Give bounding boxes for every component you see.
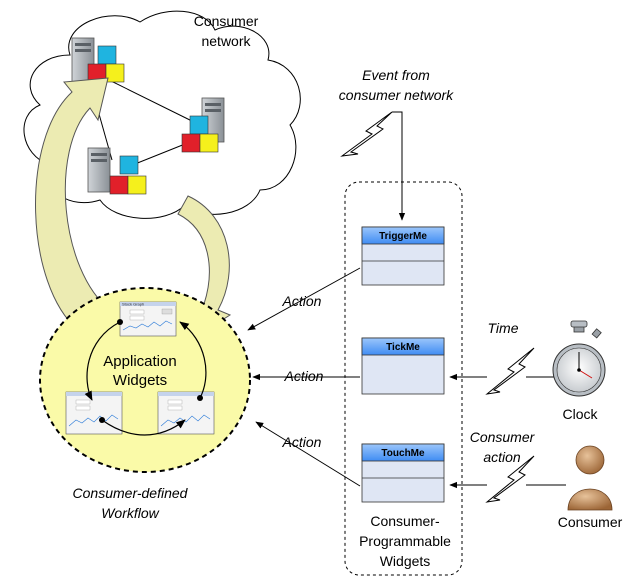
workflow-label-line2: Workflow xyxy=(101,505,159,521)
network-link xyxy=(104,77,201,126)
action-arrow xyxy=(247,267,361,331)
lightning-bolt-icon xyxy=(485,455,535,503)
mini-stock-widget xyxy=(157,391,215,435)
action-arrow xyxy=(255,421,361,487)
app-widgets-label-line2: Widgets xyxy=(113,372,167,389)
action-label: Action xyxy=(282,293,322,309)
server-node xyxy=(87,147,147,195)
cycle-arrow xyxy=(84,321,121,401)
server-node xyxy=(181,97,225,153)
consumer-action-line1: Consumer xyxy=(470,429,536,445)
widget-title: TriggerMe xyxy=(379,231,427,242)
svg-text:Stock Graph: Stock Graph xyxy=(122,301,144,306)
clock-label: Clock xyxy=(562,406,598,422)
workflow-up-arrow xyxy=(35,77,111,331)
network-label-line1: Consumer xyxy=(194,13,259,29)
cycle-arrow xyxy=(179,321,207,399)
workflow-label-line1: Consumer-defined xyxy=(73,485,189,501)
widget-tickme[interactable]: TickMe xyxy=(361,337,445,395)
mini-stock-widget: Stock Graph xyxy=(119,301,177,337)
event-arrow xyxy=(392,111,406,221)
action-label: Action xyxy=(282,434,322,450)
widget-title: TouchMe xyxy=(381,448,425,459)
cycle-arrow xyxy=(101,419,186,436)
programmable-widgets-container xyxy=(344,181,463,576)
widget-title: TickMe xyxy=(386,342,420,353)
lightning-bolt-icon xyxy=(485,347,535,395)
programmable-label-line2: Programmable xyxy=(359,533,451,549)
widget-touchme[interactable]: TouchMe xyxy=(361,443,445,503)
network-label-line2: network xyxy=(201,33,251,49)
stopwatch-icon xyxy=(552,320,606,397)
action-label: Action xyxy=(284,368,324,384)
widget-triggerme[interactable]: TriggerMe xyxy=(361,226,445,286)
programmable-label-line1: Consumer- xyxy=(370,513,440,529)
app-widgets-label-line1: Application xyxy=(103,353,176,370)
event-label-line1: Event from xyxy=(362,67,430,83)
programmable-label-line3: Widgets xyxy=(380,553,431,569)
time-label: Time xyxy=(488,320,519,336)
consumer-label: Consumer xyxy=(558,514,623,530)
person-icon xyxy=(567,445,613,511)
lightning-bolt-icon xyxy=(340,111,393,157)
consumer-action-line2: action xyxy=(483,449,521,465)
server-node xyxy=(71,37,125,83)
event-label-line2: consumer network xyxy=(339,87,454,103)
